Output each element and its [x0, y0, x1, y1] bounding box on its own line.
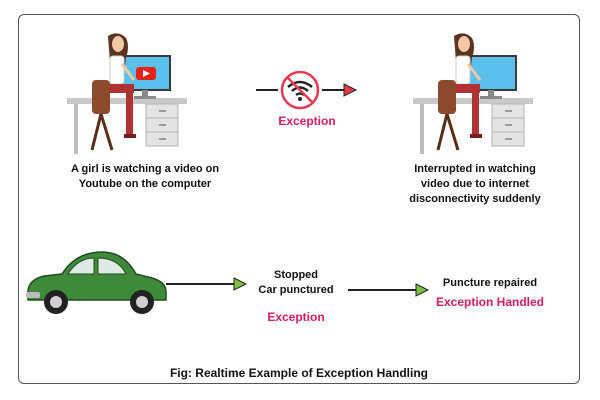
caption-line: video due to internet [420, 178, 530, 190]
caption-line: Youtube on the computer [78, 178, 212, 190]
girl-interrupted-illustration [413, 33, 533, 154]
drawer-cabinet [491, 103, 525, 147]
flow-arrow-2 [348, 283, 430, 297]
arrow-head [233, 277, 248, 291]
car-wheel-front [44, 290, 68, 314]
step-line: Stopped [274, 269, 318, 281]
chair [436, 80, 460, 151]
step1-text: Stopped Car punctured [240, 268, 352, 298]
exception-label-car: Exception [267, 310, 325, 324]
caption-line: disconnectivity suddenly [409, 193, 541, 205]
chair [90, 80, 114, 151]
car-icon [26, 251, 167, 314]
figure-frame [18, 14, 580, 384]
exception-label-top: Exception [278, 114, 336, 128]
flow-arrow-1 [166, 277, 248, 291]
car-window-front [67, 257, 95, 275]
car-body [27, 251, 167, 301]
no-wifi-icon [280, 70, 320, 110]
scene1-caption: A girl is watching a video on Youtube on… [40, 162, 250, 192]
car-wheel-rear [130, 290, 154, 314]
girl-watching-video-illustration [67, 33, 187, 154]
exception-handled-label: Exception Handled [435, 295, 545, 309]
scene2-caption: Interrupted in watching video due to int… [380, 162, 570, 207]
arrow-head [415, 283, 430, 297]
girl-figure [108, 33, 136, 138]
figure-caption: Fig: Realtime Example of Exception Handl… [169, 366, 429, 380]
step2-text: Puncture repaired [442, 277, 538, 289]
caption-line: Interrupted in watching [414, 163, 536, 175]
car-bumper [26, 292, 40, 298]
car-window-rear [97, 257, 127, 275]
interrupt-arrow [256, 70, 358, 110]
girl-figure [454, 33, 482, 138]
step-line: Car punctured [258, 284, 334, 296]
youtube-icon [136, 67, 156, 80]
caption-line: A girl is watching a video on [70, 163, 220, 175]
arrow-head [343, 83, 358, 97]
drawer-cabinet [145, 103, 179, 147]
